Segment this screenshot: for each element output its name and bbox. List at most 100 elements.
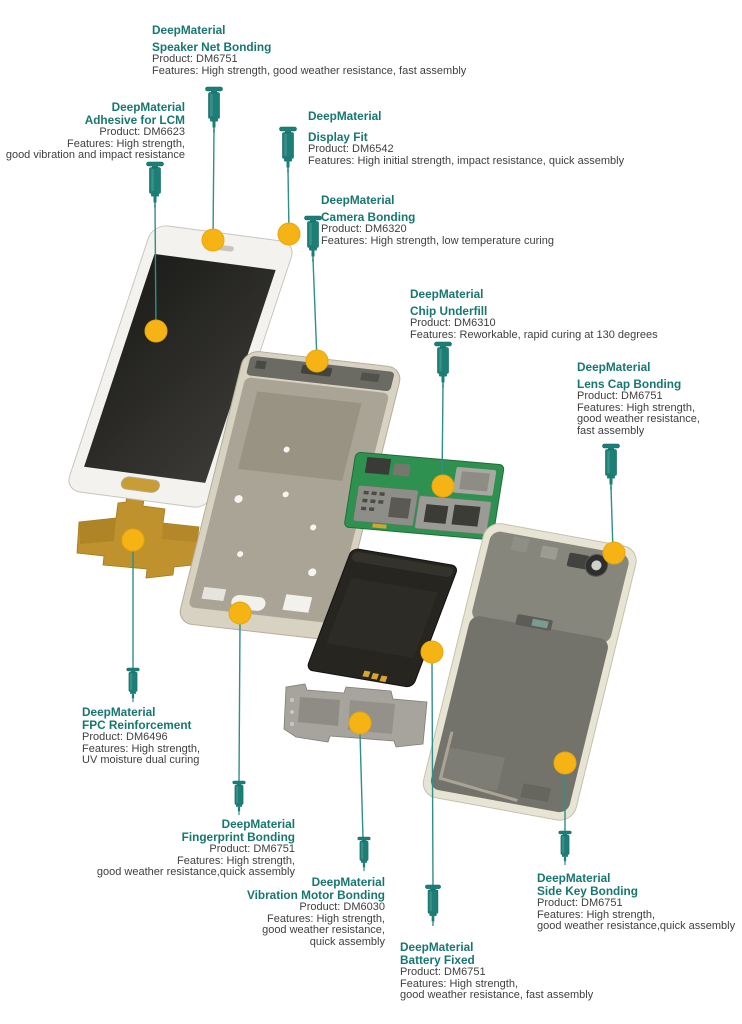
leader-line [359,733,364,839]
label-product: Product: DM6320 [321,223,407,235]
label-features: good weather resistance,quick assembly [96,866,295,878]
label-features: good weather resistance,quick assembly [537,920,736,932]
label-camera-bonding: DeepMaterial Camera Bonding Product: DM6… [321,194,554,247]
leader-line [154,204,157,332]
syringe-icon [558,830,572,866]
syringe-icon [205,86,223,133]
home-button-slot [120,476,160,493]
label-product: Product: DM6623 [99,126,185,138]
adhesive-point-marker [277,222,301,246]
label-battery-fixed: DeepMaterial Battery Fixed Product: DM67… [400,941,593,1002]
battery [307,548,457,688]
brand-name: DeepMaterial [111,100,185,114]
label-title: Battery Fixed [400,953,475,967]
syringe-icon [424,884,442,927]
syringe-icon [434,341,452,388]
label-features: Features: High strength, [82,742,201,755]
brand-name: DeepMaterial [321,193,395,207]
front-screen-assembly [68,225,293,508]
adhesive-point-marker [420,640,444,664]
adhesive-point-marker [602,541,626,565]
label-features: good weather resistance, fast assembly [400,989,594,1001]
adhesive-point-marker [431,474,455,498]
syringe-icon [602,443,620,490]
syringe-icon [357,836,371,872]
leader-line [212,129,215,241]
label-product: Product: DM6751 [537,897,623,909]
brand-name: DeepMaterial [311,875,385,889]
label-features: fast assembly [577,424,645,437]
brand-name: DeepMaterial [221,817,295,831]
label-product: Product: DM6751 [152,53,238,65]
label-title: Camera Bonding [321,210,416,224]
label-title: Fingerprint Bonding [181,830,295,844]
brand-name: DeepMaterial [82,705,156,719]
label-features: Features: High strength, good weather re… [152,64,467,77]
label-product: Product: DM6751 [209,843,295,855]
adhesive-point-marker [305,349,329,373]
label-title: Side Key Bonding [537,884,638,898]
label-features: good vibration and impact resistance [5,149,185,161]
rear-housing [422,523,637,821]
brand-name: DeepMaterial [400,940,474,954]
adhesive-point-marker [228,601,252,625]
label-title: FPC Reinforcement [82,718,192,732]
label-side-key-bonding: DeepMaterial Side Key Bonding Product: D… [537,872,735,933]
adhesive-point-marker [121,528,145,552]
leader-line [312,258,318,362]
leader-line [441,384,444,487]
label-features: good weather resistance, [262,924,385,936]
leader-line [431,662,434,888]
label-features: quick assembly [309,935,385,948]
syringe-icon [126,667,140,703]
label-features: Features: High strength, [266,912,385,925]
brand-name: DeepMaterial [410,287,484,301]
label-product: Product: DM6751 [400,966,486,978]
label-title: Lens Cap Bonding [577,377,682,391]
label-lens-cap-bonding: DeepMaterial Lens Cap Bonding Product: D… [577,361,700,437]
label-chip-underfill: DeepMaterial Chip Underfill Product: DM6… [410,288,658,341]
adhesive-point-marker [348,711,372,735]
label-fingerprint-bonding: DeepMaterial Fingerprint Bonding Product… [97,818,295,879]
label-features: Features: High strength, [66,137,185,150]
syringe-icon [304,215,322,262]
syringe-icon [279,126,297,173]
label-product: Product: DM6310 [410,317,496,329]
label-title: Vibration Motor Bonding [246,888,385,902]
adhesive-point-marker [144,319,168,343]
fpc-ribbon-cable [76,485,225,579]
label-display-fit: DeepMaterial Display Fit Product: DM6542… [308,110,624,167]
label-title: Chip Underfill [410,304,488,318]
leader-line [238,623,241,783]
leader-line [610,486,614,553]
label-features: Features: High strength, low temperature… [321,234,554,247]
label-features: UV moisture dual curing [82,754,200,766]
adhesive-point-marker [201,228,225,252]
label-features: Features: High strength, [577,401,696,414]
label-features: Features: Reworkable, rapid curing at 13… [410,328,658,341]
syringe-icon [146,161,164,208]
brand-name: DeepMaterial [577,360,651,374]
motherboard-pcb [344,451,505,541]
label-adhesive-for-lcm: DeepMaterial Adhesive for LCM Product: D… [6,101,185,162]
brand-name: DeepMaterial [308,109,382,123]
brand-name: DeepMaterial [537,871,611,885]
adhesive-point-markers [121,222,626,775]
flash-window [566,552,590,570]
label-features: Features: High initial strength, impact … [308,154,625,167]
label-title: Speaker Net Bonding [152,40,272,54]
label-title: Adhesive for LCM [84,113,185,127]
syringe-icon [232,780,246,816]
label-product: Product: DM6751 [577,390,663,402]
label-vibration-motor-bonding: DeepMaterial Vibration Motor Bonding Pro… [247,876,385,948]
label-speaker-net-bonding: DeepMaterial Speaker Net Bonding Product… [152,24,466,77]
mid-frame [179,351,401,640]
label-features: Features: High strength, [400,977,519,990]
brand-name: DeepMaterial [152,23,226,37]
label-features: good weather resistance, [577,413,700,425]
label-product: Product: DM6542 [308,143,394,155]
label-product: Product: DM6496 [82,731,168,743]
label-features: Features: High strength, [537,908,656,921]
